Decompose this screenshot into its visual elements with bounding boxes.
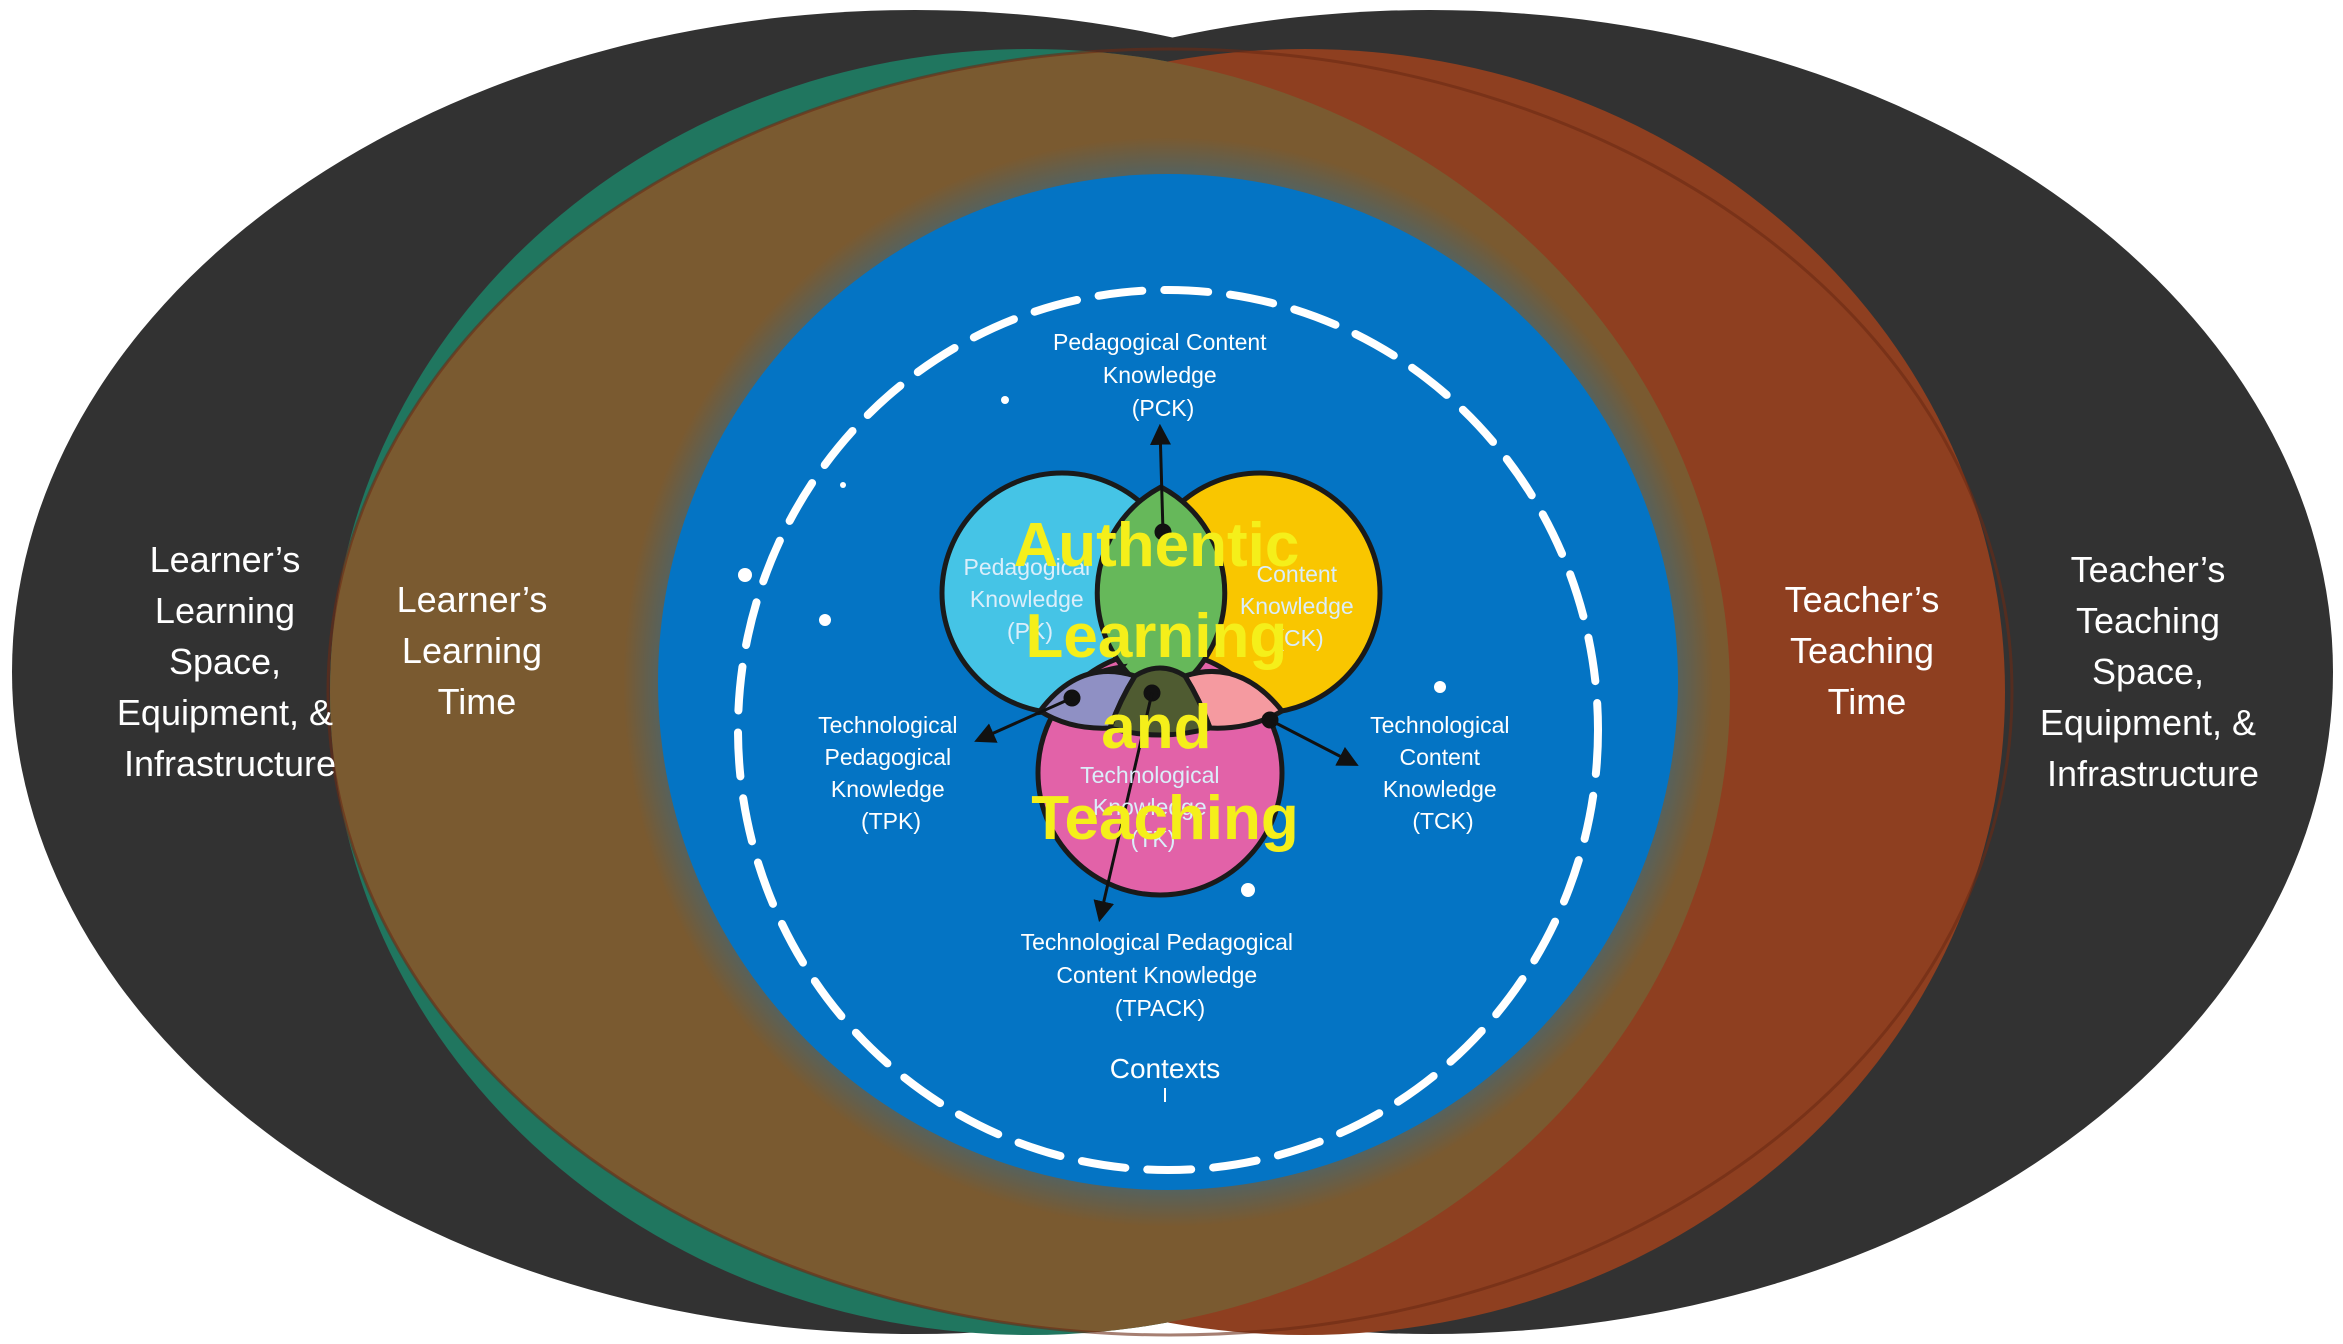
pck-label: Pedagogical Content Knowledge (PCK) bbox=[1053, 329, 1273, 421]
tpack-label: Technological Pedagogical Content Knowle… bbox=[1021, 929, 1300, 1021]
teacher-time-label: Teacher’s Teaching Time bbox=[1785, 579, 1950, 722]
learner-space-label: Learner’s Learning Space, Equipment, & I… bbox=[117, 539, 343, 784]
pk-label: Pedagogical Knowledge (PK) bbox=[964, 554, 1097, 644]
tpack-arrow bbox=[1093, 692, 1154, 923]
center-title: Authentic Learning and Teaching bbox=[1013, 511, 1316, 853]
teacher-space-label: Teacher’s Teaching Space, Equipment, & I… bbox=[2040, 549, 2266, 794]
ck-label: Content Knowledge (CK) bbox=[1240, 561, 1360, 651]
learner-time-label: Learner’s Learning Time bbox=[397, 579, 558, 722]
teacher-time-outline bbox=[326, 47, 2014, 1337]
tpk-label: Technological Pedagogical Knowledge (TPK… bbox=[818, 712, 964, 834]
decorative-dots bbox=[738, 396, 1446, 897]
tpack-center bbox=[1106, 665, 1214, 738]
contexts-label: Contexts bbox=[1110, 1053, 1221, 1084]
contexts-dashed-circle bbox=[734, 286, 1602, 1174]
pck-arrow bbox=[1149, 423, 1171, 533]
tpack-arrows bbox=[974, 423, 1359, 1102]
tk-label: Technological Knowledge (TK) bbox=[1080, 762, 1226, 852]
tpack-venn bbox=[939, 470, 1383, 898]
tck-label: Technological Content Knowledge (TCK) bbox=[1370, 712, 1516, 834]
tpk-arrow bbox=[974, 696, 1073, 743]
tck-arrow bbox=[1269, 718, 1359, 766]
